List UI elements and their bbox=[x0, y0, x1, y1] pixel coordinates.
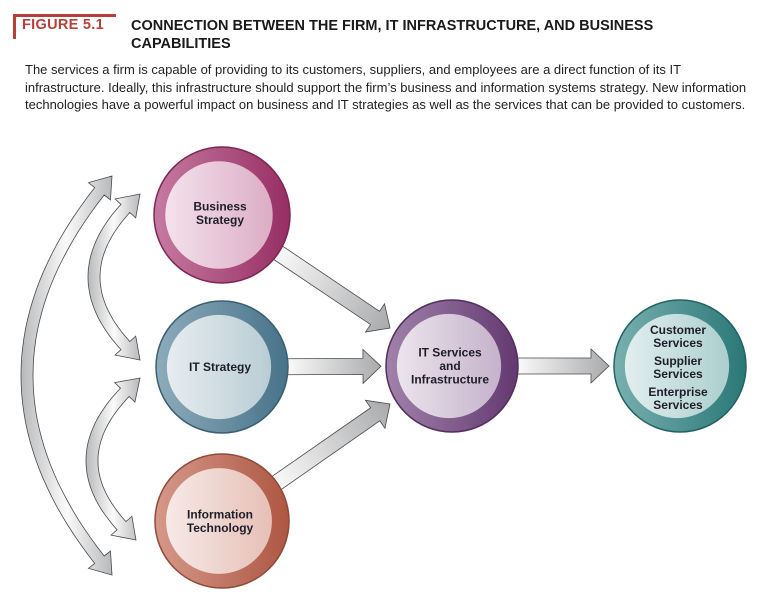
arrow-business-strategy-it-strategy bbox=[87, 193, 141, 361]
arrow-business-strategy-information-technology bbox=[20, 175, 113, 576]
node-label-line: Supplier bbox=[654, 354, 702, 368]
node-label-line: Customer bbox=[650, 323, 706, 337]
node-label-line: Services bbox=[653, 367, 703, 381]
arrows-layer bbox=[20, 175, 610, 576]
node-label-line: Infrastructure bbox=[411, 373, 489, 387]
node-label-line: Information bbox=[187, 507, 253, 521]
figure-bracket bbox=[13, 14, 116, 39]
node-label-line: Business bbox=[193, 199, 247, 213]
arrow-business-strategy-to-it-services bbox=[270, 243, 391, 333]
node-label-line: Strategy bbox=[196, 213, 244, 227]
node-label-line: Services bbox=[653, 336, 703, 350]
arrow-information-technology-to-it-services bbox=[268, 399, 391, 493]
node-label-line: and bbox=[439, 359, 460, 373]
node-services: CustomerServicesSupplierServicesEnterpri… bbox=[613, 299, 747, 433]
arrow-it-strategy-information-technology bbox=[85, 377, 141, 541]
node-it-strategy: IT Strategy bbox=[155, 300, 289, 434]
node-label-line: Technology bbox=[187, 521, 254, 535]
node-label-line: IT Services bbox=[418, 346, 482, 360]
arrow-it-strategy-to-it-services bbox=[285, 348, 382, 385]
figure-label: FIGURE 5.1 bbox=[22, 17, 104, 33]
node-label-line: IT Strategy bbox=[189, 360, 251, 374]
figure-caption: The services a firm is capable of provid… bbox=[25, 62, 747, 113]
arrow-it-services-to-services bbox=[515, 348, 610, 384]
node-label-line: Enterprise bbox=[648, 385, 708, 399]
figure-title: CONNECTION BETWEEN THE FIRM, IT INFRASTR… bbox=[131, 18, 654, 52]
node-label-line: Services bbox=[653, 398, 703, 412]
